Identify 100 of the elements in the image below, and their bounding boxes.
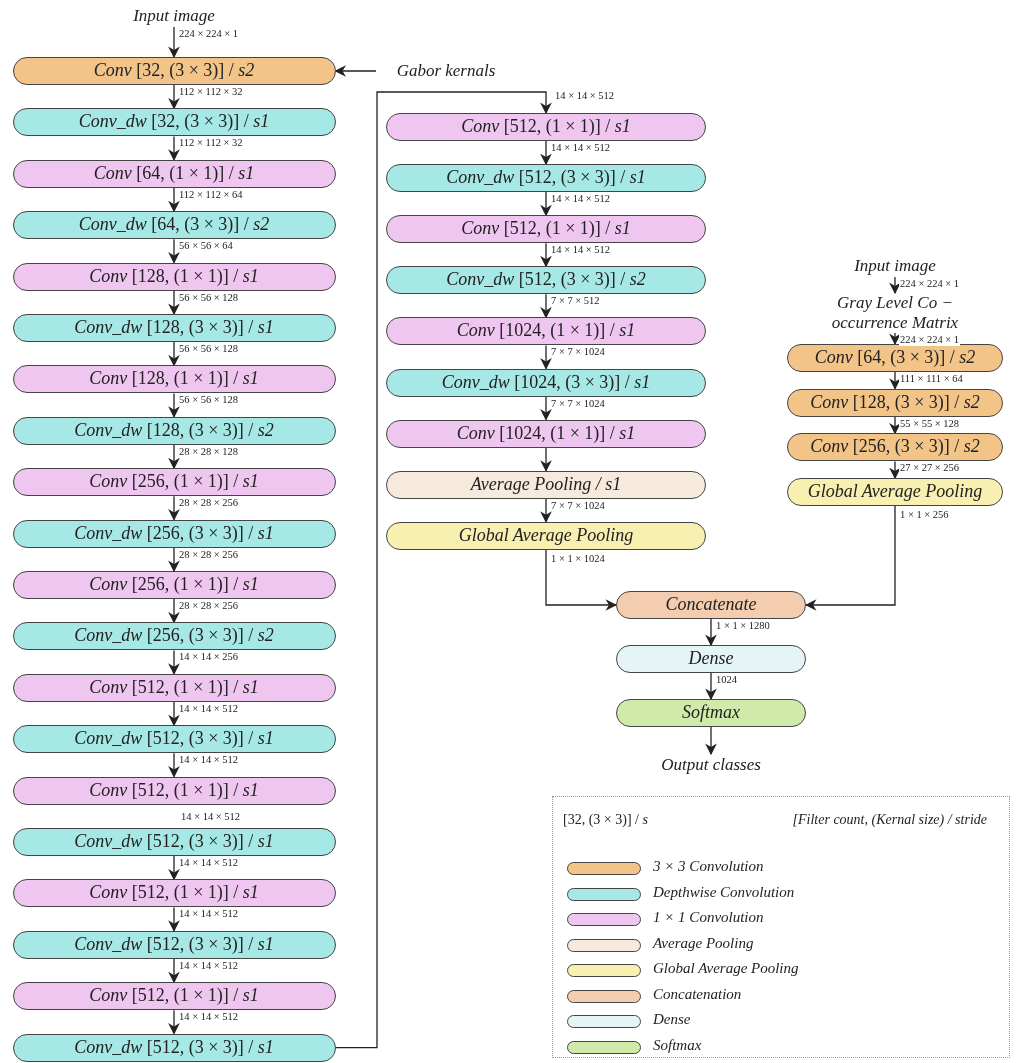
edge-label: 112 × 112 × 64 <box>178 188 244 201</box>
layer-pill: Conv [512, (1 × 1)] / s1 <box>12 776 336 805</box>
arrow <box>168 444 180 470</box>
layer-pill: Average Pooling / s1 <box>386 470 706 499</box>
arrow <box>168 135 180 161</box>
layer-pill: Conv [1024, (1 × 1)] / s1 <box>386 419 706 448</box>
arrow <box>168 26 180 59</box>
arrow <box>540 140 552 166</box>
edge-label: 14 × 14 × 512 <box>550 244 612 256</box>
edge-label: 55 × 55 × 128 <box>899 417 961 430</box>
edge-label: 224 × 224 × 1 <box>899 334 961 346</box>
layer-pill: Concatenate <box>616 591 806 619</box>
arrow <box>168 752 180 778</box>
text-label: Output classes <box>631 754 791 776</box>
layer-pill: Conv_dw [512, (3 × 3)] / s1 <box>12 725 336 754</box>
edge-label: 7 × 7 × 1024 <box>550 499 606 512</box>
arrow <box>540 498 552 523</box>
arrow <box>889 460 901 480</box>
layer-pill: Conv_dw [32, (3 × 3)] / s1 <box>12 108 336 137</box>
edge-label: 28 × 28 × 256 <box>178 548 240 561</box>
edge-label: 14 × 14 × 512 <box>178 702 240 715</box>
arrow <box>168 598 180 624</box>
layer-pill: Conv [64, (3 × 3)] / s2 <box>787 344 1003 372</box>
arrow <box>889 276 901 295</box>
arrow <box>889 416 901 435</box>
edge-label: 14 × 14 × 512 <box>178 908 240 920</box>
edge-label: 1 × 1 × 1024 <box>550 552 606 565</box>
arrow <box>168 495 180 521</box>
arrow <box>168 289 180 316</box>
layer-pill: Conv [256, (1 × 1)] / s1 <box>12 468 336 497</box>
edge-label: 56 × 56 × 128 <box>178 394 240 406</box>
legend-text: Concatenation <box>653 985 742 1003</box>
layer-pill: Conv_dw [512, (3 × 3)] / s1 <box>12 1033 336 1062</box>
legend-text: Softmax <box>653 1036 702 1054</box>
layer-pill: Conv [512, (1 × 1)] / s1 <box>386 113 706 141</box>
text-label: Gray Level Co − occurrence Matrix <box>805 293 985 333</box>
layer-pill: Conv_dw [1024, (3 × 3)] / s1 <box>386 368 706 397</box>
layer-pill: Conv [1024, (1 × 1)] / s1 <box>386 317 706 346</box>
edge-label: 7 × 7 × 512 <box>550 295 601 307</box>
layer-pill: Conv_dw [512, (3 × 3)] / s1 <box>12 930 336 959</box>
layer-pill: Softmax <box>616 699 806 727</box>
layer-pill: Conv [128, (1 × 1)] / s1 <box>12 262 336 291</box>
edge-label: 14 × 14 × 512 <box>550 142 612 154</box>
edge-label: 1 × 1 × 256 <box>899 509 950 521</box>
edge-label: 56 × 56 × 64 <box>178 240 234 252</box>
edge-label: 112 × 112 × 32 <box>178 137 244 149</box>
layer-pill: Global Average Pooling <box>386 521 706 550</box>
edge-label: 28 × 28 × 128 <box>178 445 240 458</box>
arrow <box>540 395 552 421</box>
legend-text: Average Pooling <box>653 934 754 952</box>
edge-label: 14 × 14 × 512 <box>550 193 612 205</box>
edge-label: 14 × 14 × 512 <box>178 754 240 766</box>
layer-pill: Conv_dw [128, (3 × 3)] / s2 <box>12 416 336 445</box>
arrow <box>804 505 896 611</box>
text-label: Gabor kernals <box>376 60 516 82</box>
arrow <box>168 392 180 418</box>
text-label: Input image <box>104 5 244 27</box>
layer-pill: Conv [256, (3 × 3)] / s2 <box>787 433 1003 462</box>
arrow <box>168 701 180 727</box>
edge-label: 27 × 27 × 256 <box>899 462 961 474</box>
arrow <box>705 672 717 701</box>
layer-pill: Conv_dw [512, (3 × 3)] / s1 <box>12 828 336 856</box>
arrow <box>168 1009 180 1035</box>
arrow <box>334 91 552 1049</box>
arrow <box>168 84 180 110</box>
edge-label: 7 × 7 × 1024 <box>550 397 606 410</box>
layer-pill: Conv [32, (3 × 3)] / s2 <box>12 57 336 85</box>
arrow <box>889 332 901 346</box>
edge-label: 28 × 28 × 256 <box>178 497 240 509</box>
legend-text: 3 × 3 Convolution <box>653 858 764 875</box>
layer-pill: Conv [64, (1 × 1)] / s1 <box>12 159 336 188</box>
layer-pill: Conv [128, (3 × 3)] / s2 <box>787 388 1003 417</box>
arrow <box>705 726 717 756</box>
layer-pill: Conv [512, (1 × 1)] / s1 <box>12 673 336 702</box>
arrow <box>168 906 180 932</box>
edge-label: 56 × 56 × 128 <box>178 291 240 304</box>
arrow <box>540 242 552 268</box>
edge-label: 14 × 14 × 512 <box>178 959 240 972</box>
arrow <box>540 191 552 217</box>
edge-label: 1024 <box>715 674 738 686</box>
edge-label: 14 × 14 × 512 <box>554 90 616 102</box>
legend-note: [Filter count, (Kernal size) / stride <box>791 812 987 829</box>
arrow <box>705 618 717 647</box>
arrow <box>545 549 618 611</box>
arrow <box>889 371 901 390</box>
layer-pill: Conv [512, (1 × 1)] / s1 <box>386 215 706 244</box>
layer-pill: Conv_dw [512, (3 × 3)] / s2 <box>386 266 706 295</box>
arrow <box>168 958 180 984</box>
layer-pill: Conv [256, (1 × 1)] / s1 <box>12 571 336 599</box>
edge-label: 7 × 7 × 1024 <box>550 346 606 358</box>
layer-pill: Conv [128, (1 × 1)] / s1 <box>12 365 336 394</box>
edge-label: 14 × 14 × 512 <box>178 857 240 869</box>
legend-text: 1 × 1 Convolution <box>653 909 764 926</box>
layer-pill: Conv_dw [256, (3 × 3)] / s2 <box>12 622 336 651</box>
arrow <box>540 344 552 370</box>
arrow <box>168 855 180 881</box>
edge-label: 112 × 112 × 32 <box>178 86 244 98</box>
arrow <box>168 546 180 573</box>
layer-pill: Dense <box>616 645 806 673</box>
layer-pill: Global Average Pooling <box>787 478 1003 507</box>
